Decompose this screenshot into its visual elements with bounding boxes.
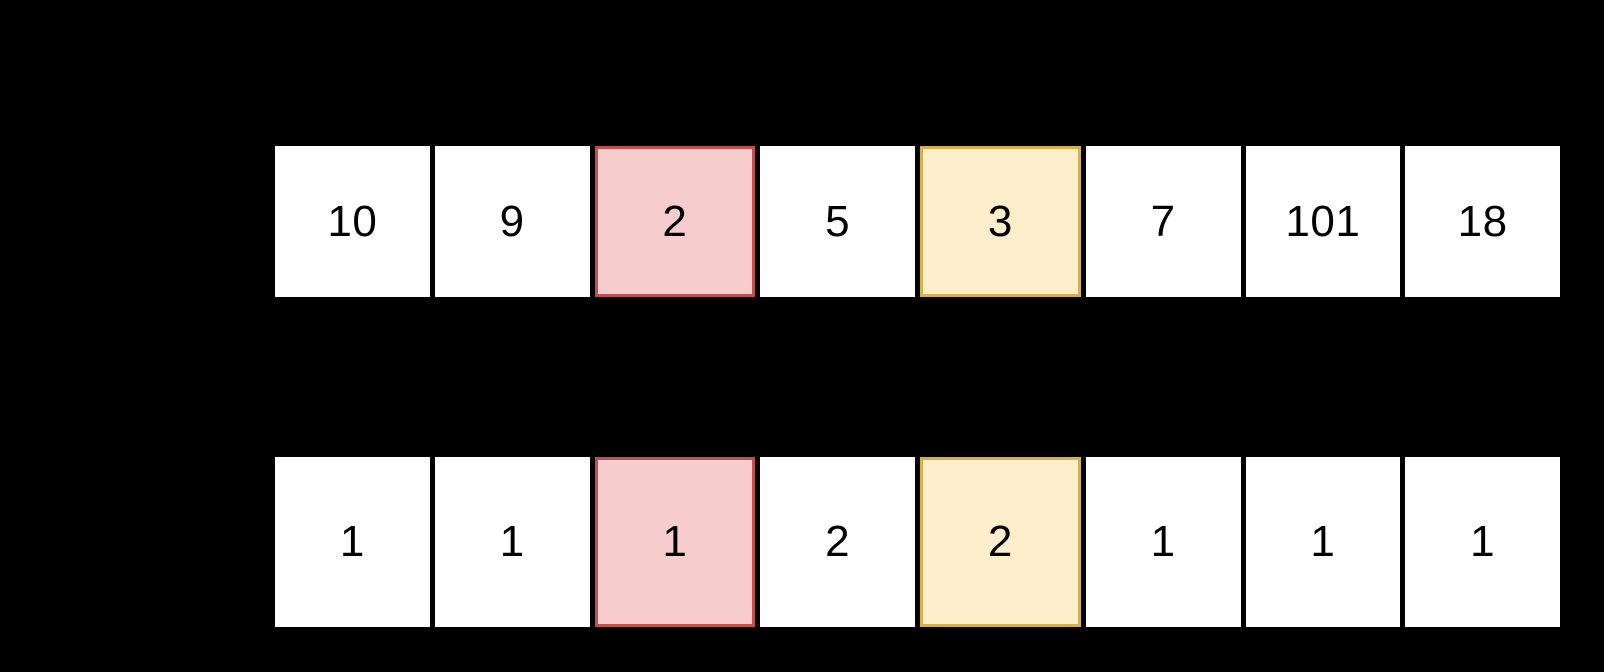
array-cell[interactable]: 5 xyxy=(760,146,915,297)
array-cell-value: 2 xyxy=(662,196,688,246)
array-cell-value: 18 xyxy=(1457,196,1508,246)
array-cell[interactable]: 101 xyxy=(1245,146,1401,297)
array-cell-value: 3 xyxy=(987,196,1013,246)
array-cell[interactable]: 1 xyxy=(594,457,756,627)
array-row-values: 10 9 2 5 3 7 101 18 xyxy=(275,146,1560,297)
array-cell-value: 101 xyxy=(1285,196,1361,246)
array-cell[interactable]: 1 xyxy=(1245,457,1401,627)
array-cell[interactable]: 18 xyxy=(1405,146,1560,297)
array-cell[interactable]: 2 xyxy=(760,457,915,627)
array-cell-value: 1 xyxy=(1470,517,1496,566)
array-cell-value: 10 xyxy=(327,196,378,246)
array-cell[interactable]: 3 xyxy=(920,146,1081,297)
array-cell-value: 2 xyxy=(825,517,851,566)
array-cell[interactable]: 10 xyxy=(275,146,430,297)
array-cell-value: 1 xyxy=(662,517,688,566)
array-cell-value: 1 xyxy=(1310,517,1336,566)
array-cell-value: 7 xyxy=(1150,196,1176,246)
array-cell[interactable]: 1 xyxy=(275,457,430,627)
array-cell-value: 5 xyxy=(825,196,851,246)
array-cell-value: 1 xyxy=(339,517,365,566)
array-cell[interactable]: 1 xyxy=(434,457,590,627)
array-cell-value: 9 xyxy=(499,196,525,246)
array-cell[interactable]: 9 xyxy=(434,146,590,297)
array-cell[interactable]: 1 xyxy=(1405,457,1560,627)
array-cell[interactable]: 1 xyxy=(1085,457,1241,627)
array-cell[interactable]: 7 xyxy=(1085,146,1241,297)
array-cell[interactable]: 2 xyxy=(920,457,1081,627)
array-row-counts: 1 1 1 2 2 1 1 1 xyxy=(275,457,1560,627)
array-cell[interactable]: 2 xyxy=(594,146,756,297)
array-cell-value: 1 xyxy=(499,517,525,566)
array-cell-value: 1 xyxy=(1150,517,1176,566)
array-cell-value: 2 xyxy=(987,517,1013,566)
